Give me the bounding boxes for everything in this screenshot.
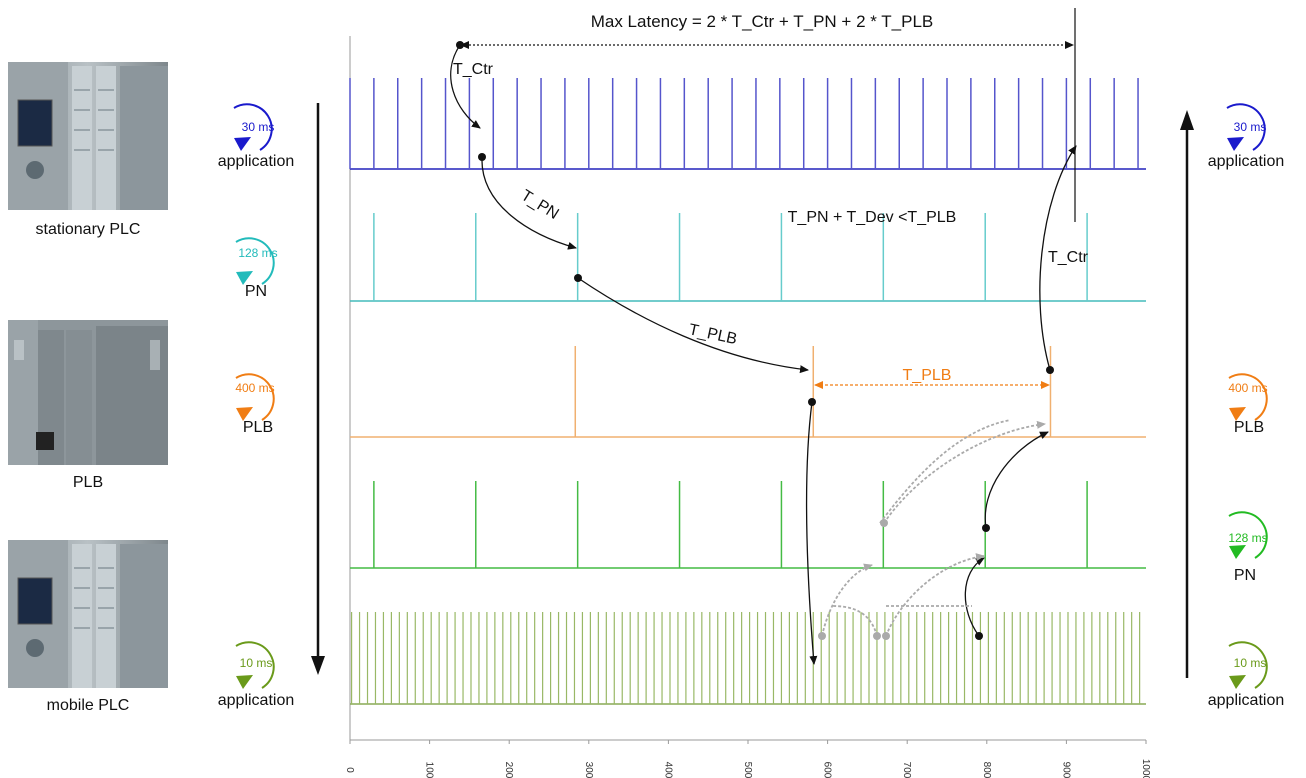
x-tick-label: 400 xyxy=(662,762,673,778)
cycle-arrow-icon xyxy=(234,137,251,151)
latency-path: T_Ctr T_PN T_PLB T_Ctr T_PN + T_Dev <T_P… xyxy=(450,44,1089,665)
signal-traces xyxy=(349,78,1146,705)
t-plb-span-label: T_PLB xyxy=(903,367,952,384)
cycle-arrow-icon xyxy=(1227,137,1244,151)
x-tick-label: 1000 xyxy=(1140,759,1151,778)
cycle-period: 128 ms xyxy=(238,246,277,260)
timing-chart: 0 100 200 300 400 500 600 700 800 900 1000 xyxy=(344,36,1151,778)
mobile-plc-image xyxy=(8,540,168,688)
cycle-period: 128 ms xyxy=(1228,531,1267,545)
stationary-plc-image xyxy=(8,62,168,210)
cycle-label: application xyxy=(218,153,295,170)
cycle-label: PN xyxy=(1234,567,1256,584)
t-ctr-label-right: T_Ctr xyxy=(1048,249,1089,266)
cycle-arrow-icon xyxy=(1229,545,1246,559)
condition-label: T_PN + T_Dev <T_PLB xyxy=(788,209,957,226)
max-latency-formula: Max Latency = 2 * T_Ctr + T_PN + 2 * T_P… xyxy=(591,12,934,31)
device-label-mobile: mobile PLC xyxy=(47,697,130,714)
cycle-left-plb-400ms: 400 ms PLB xyxy=(235,373,275,436)
upward-flow-arrow xyxy=(1180,110,1194,678)
cycle-left-application-30ms: 30 ms application xyxy=(218,103,295,170)
x-tick-label: 100 xyxy=(424,762,435,778)
t-pn-label: T_PN xyxy=(518,187,562,223)
x-tick-label: 500 xyxy=(742,762,753,778)
cycle-label: application xyxy=(1208,153,1285,170)
cycle-period: 10 ms xyxy=(1234,656,1267,670)
cycle-period: 10 ms xyxy=(240,656,273,670)
trace-0 xyxy=(349,78,1146,170)
x-tick-label: 200 xyxy=(503,762,514,778)
cycle-label: PLB xyxy=(243,419,273,436)
trace-3 xyxy=(350,481,1146,569)
device-label-stationary: stationary PLC xyxy=(36,221,141,238)
trace-2 xyxy=(350,346,1146,438)
cycle-left-pn-128ms: 128 ms PN xyxy=(235,237,278,300)
cycle-period: 30 ms xyxy=(1234,120,1267,134)
cycle-right-application-30ms: 30 ms application xyxy=(1208,103,1285,170)
cycle-label: PN xyxy=(245,283,267,300)
x-tick-label: 600 xyxy=(822,762,833,778)
x-tick-label: 800 xyxy=(981,762,992,778)
plb-image xyxy=(8,320,168,465)
max-latency-dimension: Max Latency = 2 * T_Ctr + T_PN + 2 * T_P… xyxy=(456,8,1076,222)
cycle-right-application-10ms: 10 ms application xyxy=(1208,641,1285,709)
cycle-arrow-icon xyxy=(1229,407,1246,421)
cycle-period: 400 ms xyxy=(1228,381,1267,395)
downward-flow-arrow xyxy=(311,103,325,675)
t-plb-span: T_PLB xyxy=(814,367,1050,389)
cycle-arrow-icon xyxy=(236,271,253,285)
x-tick-label: 900 xyxy=(1060,762,1071,778)
cycle-label: application xyxy=(1208,692,1285,709)
cycle-left-application-10ms: 10 ms application xyxy=(218,641,295,709)
x-axis-ticks: 0 100 200 300 400 500 600 700 800 900 1000 xyxy=(344,740,1151,778)
cycle-arrow-icon xyxy=(1229,675,1246,689)
device-label-plb: PLB xyxy=(73,474,103,491)
cycle-period: 400 ms xyxy=(235,381,274,395)
cycle-arrow-icon xyxy=(236,407,253,421)
cycle-arrow-icon xyxy=(236,675,253,689)
cycle-period: 30 ms xyxy=(242,120,275,134)
alternative-paths xyxy=(821,419,1046,637)
trace-4 xyxy=(350,612,1146,705)
t-plb-label: T_PLB xyxy=(687,321,738,348)
x-tick-label: 700 xyxy=(901,762,912,778)
x-tick-label: 0 xyxy=(344,767,355,773)
trace-1 xyxy=(350,213,1146,302)
x-tick-label: 300 xyxy=(583,762,594,778)
cycle-right-pn-128ms: 128 ms PN xyxy=(1228,511,1268,584)
t-ctr-label-left: T_Ctr xyxy=(453,61,494,78)
alternative-path-points xyxy=(818,519,890,640)
cycle-right-plb-400ms: 400 ms PLB xyxy=(1228,373,1268,436)
cycle-label: application xyxy=(218,692,295,709)
cycle-label: PLB xyxy=(1234,419,1264,436)
